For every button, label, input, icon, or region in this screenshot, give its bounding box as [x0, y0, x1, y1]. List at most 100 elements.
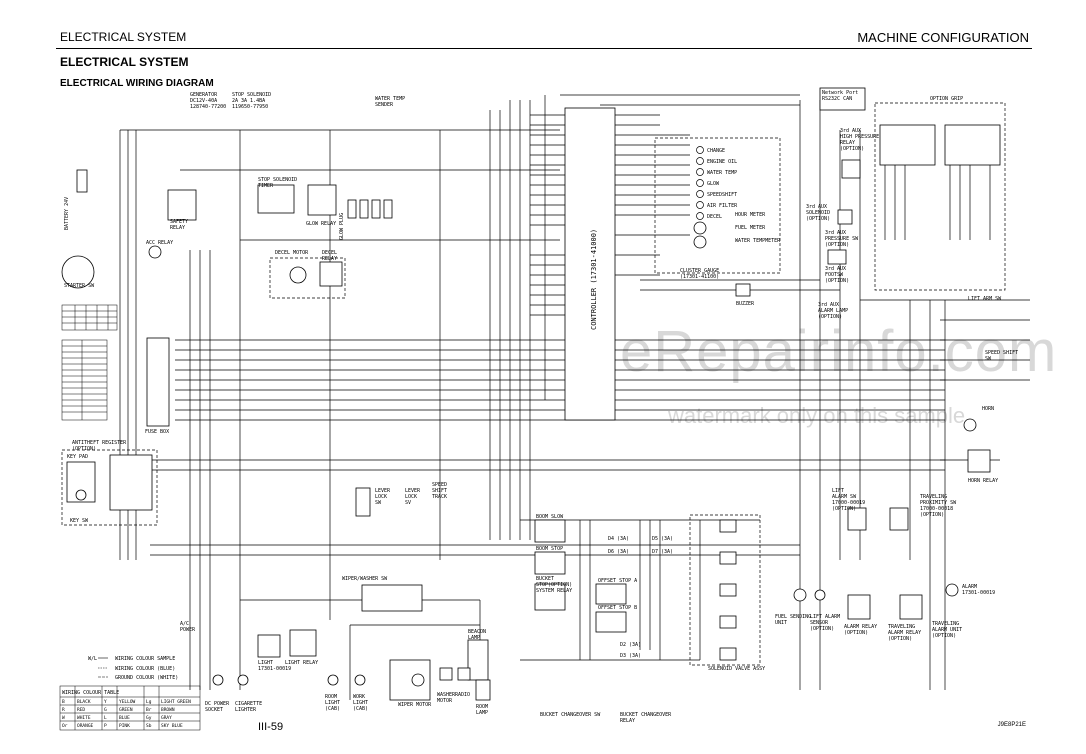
lamp-speedshift — [696, 190, 704, 198]
decel-motor — [289, 266, 307, 284]
lamp-water-temp — [696, 168, 704, 176]
label-wiper-motor: WIPER MOTOR — [398, 702, 432, 708]
gauge-meter — [693, 221, 707, 235]
colour-table-cell: BROWN — [161, 707, 175, 713]
colour-table-cell: YELLOW — [119, 699, 136, 705]
watermark-sub: watermark only on this sample — [668, 403, 966, 428]
label-decel-motor: DECEL MOTOR — [275, 250, 309, 256]
decel-motor-box — [269, 257, 346, 299]
colour-table-cell: WHITE — [77, 715, 91, 721]
label-buzzer: BUZZER — [736, 301, 755, 307]
label-hour-meter: HOUR METER — [735, 212, 766, 218]
washer-motor-box — [439, 667, 453, 681]
label-wiper-washer-sw: WIPER/WASHER SW — [342, 576, 388, 582]
colour-table-cell: SKY BLUE — [161, 723, 183, 729]
label-water-temp-meter: WATER TEMPMETER — [735, 238, 781, 244]
horn-relay-box — [967, 449, 991, 473]
safety-relay-box — [167, 189, 197, 221]
label-key-sw: KEY SW — [70, 518, 89, 524]
colour-table-cell: Gy — [146, 715, 152, 721]
label-lamp-decel: DECEL — [707, 214, 722, 220]
label-lamp-air-filter: AIR FILTER — [707, 203, 738, 209]
label-acc-relay: ACC RELAY — [146, 240, 173, 246]
label-lift-arm-sw: LIFT ARM SW — [968, 296, 1002, 302]
lamp-engine-oil — [696, 157, 704, 165]
lever-lock-sw-box — [355, 487, 371, 517]
light-box — [257, 634, 281, 658]
label-diode-d6: D6 (3A) — [608, 549, 629, 555]
header-rule — [56, 48, 1032, 49]
header-right: MACHINE CONFIGURATION — [857, 30, 1029, 45]
lamp-change — [696, 146, 704, 154]
label-key-pad: KEY PAD — [67, 454, 88, 460]
colour-table-cell: L — [104, 715, 107, 721]
room-light — [327, 674, 339, 686]
colour-table-cell: GREEN — [119, 707, 133, 713]
colour-table-cell: RED — [77, 707, 85, 713]
room-lamp-box — [475, 679, 491, 701]
fuse-box — [146, 337, 170, 427]
label-lamp-water-temp: WATER TEMP — [707, 170, 737, 176]
label-offset-stop-b: OFFSET STOP B — [598, 605, 637, 611]
colour-table-cell: G — [104, 707, 107, 713]
label-fuel-meter: FUEL METER — [735, 225, 766, 231]
colour-table-cell: PINK — [119, 723, 130, 729]
colour-table-cell: LIGHT GREEN — [161, 699, 191, 705]
starter-switch — [61, 255, 95, 289]
label-diode-d4: D4 (3A) — [608, 536, 629, 542]
glow-plug-1 — [347, 199, 357, 219]
legend-wire-sample: W/L — [88, 656, 97, 662]
beacon-lamp-box — [467, 639, 489, 681]
radio-box — [457, 667, 471, 681]
offset-stop-b-box — [595, 611, 627, 633]
label-antitheft: ANTITHEFT REGISTER(OPTION) — [72, 440, 127, 452]
colour-table-cell: R — [62, 707, 65, 713]
grip-r-box — [944, 124, 1001, 166]
dc-power-socket — [212, 674, 224, 686]
label-horn: HORN — [982, 406, 994, 412]
label-lamp-engine-oil: ENGINE OIL — [707, 159, 737, 165]
label-boom-stop: BOOM STOP — [536, 546, 563, 552]
solenoid-valve-box — [689, 514, 761, 666]
colour-table-cell: Y — [104, 699, 107, 705]
offset-stop-a-box — [595, 583, 627, 605]
antitheft-box — [61, 449, 158, 526]
cluster-gauge-box — [654, 137, 781, 274]
glow-plug-2 — [359, 199, 369, 219]
wiper-motor — [411, 673, 425, 687]
legend-line-3: GROUND COLOUR (WHITE) — [115, 675, 178, 681]
lamp-glow — [696, 179, 704, 187]
horn — [963, 418, 977, 432]
wiring-colour-table-frame — [59, 685, 201, 731]
label-lamp-glow: GLOW — [707, 181, 720, 187]
colour-table-cell: Or — [62, 723, 68, 729]
option-grip-box — [874, 102, 1006, 291]
alarm-relay-box — [847, 594, 871, 620]
travel-prox-box — [889, 507, 909, 531]
label-offset-stop-a: OFFSET STOP A — [598, 578, 637, 584]
colour-table-cell: Lg — [146, 699, 152, 705]
label-battery: BATTERY 24V — [64, 197, 70, 230]
label-diode-d3: D3 (3A) — [620, 653, 641, 659]
label-horn-relay: HORN RELAY — [968, 478, 998, 484]
label-radio: RADIO — [455, 692, 470, 698]
key-sw — [75, 489, 87, 501]
glow-plug-3 — [371, 199, 381, 219]
